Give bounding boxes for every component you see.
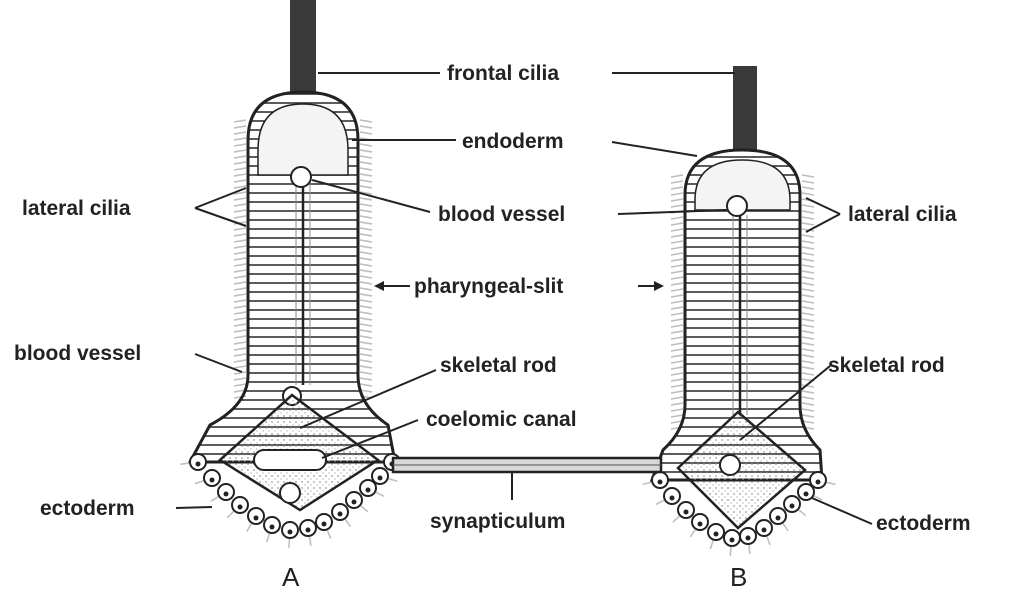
label-coelomic-canal: coelomic canal [426, 408, 577, 431]
frontal-cilia-tuft-b [733, 66, 757, 150]
gill-bar-a [180, 0, 410, 548]
label-pharyngeal-slit: pharyngeal-slit [414, 275, 563, 298]
gill-bar-b [643, 66, 836, 556]
figure-label-a: A [282, 562, 300, 592]
label-frontal-cilia: frontal cilia [447, 62, 559, 85]
coelomic-canal-a [254, 450, 326, 470]
label-skeletal-rod-center: skeletal rod [440, 354, 557, 377]
blood-vessel-a-top [291, 167, 311, 187]
label-endoderm: endoderm [462, 130, 564, 153]
synapticulum-bridge [393, 458, 661, 472]
skeletal-rod-b-section [720, 455, 740, 475]
label-lateral-cilia-left: lateral cilia [22, 197, 131, 220]
label-lateral-cilia-right: lateral cilia [848, 203, 957, 226]
label-blood-vessel-left: blood vessel [14, 342, 141, 365]
skeletal-rod-a-section [280, 483, 300, 503]
label-synapticulum: synapticulum [430, 510, 565, 533]
frontal-cilia-tuft-a [290, 0, 316, 94]
endoderm-a [258, 104, 348, 175]
label-skeletal-rod-right: skeletal rod [828, 354, 945, 377]
label-ectoderm-right: ectoderm [876, 512, 971, 535]
blood-vessel-b [727, 196, 747, 216]
label-blood-vessel-center: blood vessel [438, 203, 565, 226]
figure-label-b: B [730, 562, 747, 592]
label-ectoderm-left: ectoderm [40, 497, 135, 520]
